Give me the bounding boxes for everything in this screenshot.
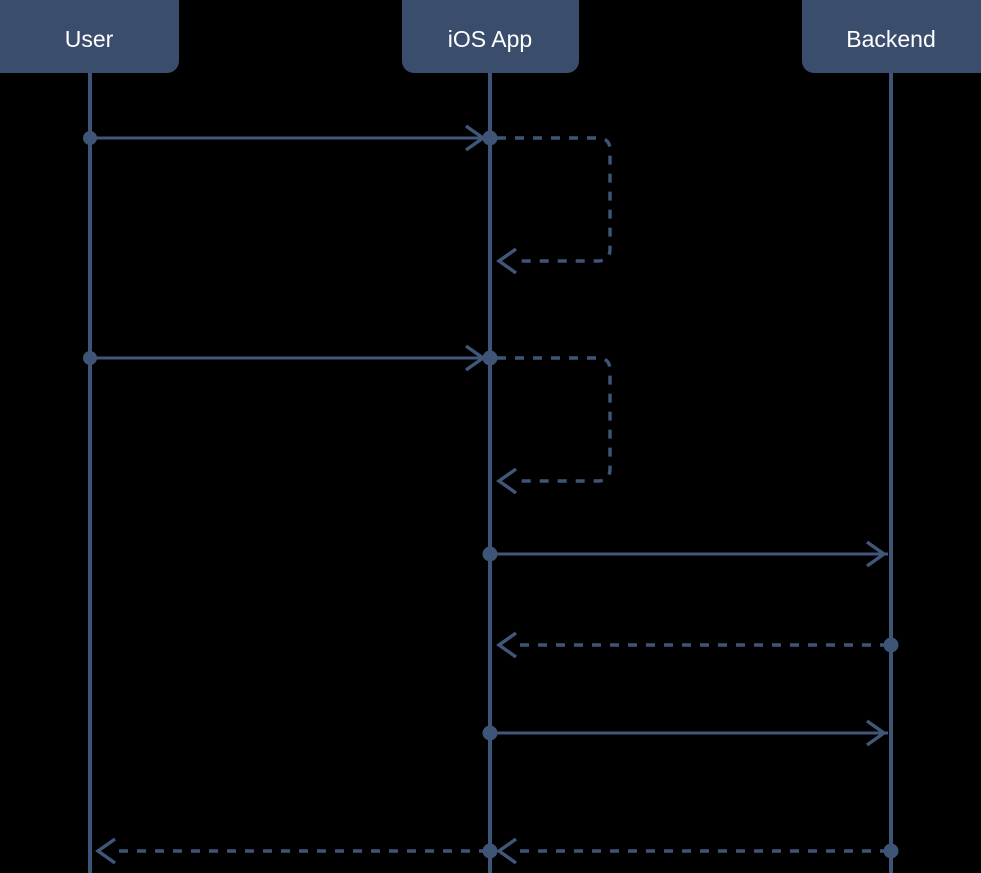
arrowhead-right-icon: [866, 540, 887, 568]
participant-label-backend: Backend: [846, 26, 936, 52]
message-origin-dot: [482, 546, 498, 562]
arrowhead-left-icon: [496, 467, 517, 495]
participant-user[interactable]: User: [0, 0, 179, 73]
message-origin-dot: [482, 843, 498, 859]
participant-box: [402, 0, 579, 73]
message-endpoint-dot: [482, 130, 498, 146]
message-2-ios-app-self-call[interactable]: [496, 136, 612, 275]
message-origin-dot: [482, 725, 498, 741]
participant-box: [0, 0, 179, 73]
message-origin-dot: [83, 131, 97, 145]
participant-backend[interactable]: Backend: [802, 0, 981, 73]
arrowhead-left-icon: [496, 631, 517, 659]
arrowhead-right-icon: [866, 719, 887, 747]
message-origin-dot: [883, 637, 899, 653]
participant-label-ios-app: iOS App: [448, 26, 532, 52]
arrowhead-left-icon: [496, 837, 517, 865]
message-3-user-to-ios-app[interactable]: [83, 344, 498, 372]
message-7-ios-app-to-backend[interactable]: [482, 719, 889, 747]
message-4-ios-app-self-call[interactable]: [496, 356, 612, 495]
message-endpoint-dot: [482, 350, 498, 366]
message-1-user-to-ios-app[interactable]: [83, 124, 498, 152]
message-9-ios-app-to-user[interactable]: [95, 837, 498, 865]
self-loop-path: [497, 356, 612, 483]
arrowhead-left-icon: [95, 837, 116, 865]
lifelines-layer: [88, 73, 893, 873]
self-loop-path: [497, 136, 612, 263]
participant-box: [802, 0, 981, 73]
message-origin-dot: [83, 351, 97, 365]
message-5-ios-app-to-backend[interactable]: [482, 540, 889, 568]
participant-label-user: User: [65, 26, 114, 52]
message-6-backend-to-ios-app[interactable]: [496, 631, 899, 659]
participant-ios-app[interactable]: iOS App: [402, 0, 579, 73]
message-origin-dot: [883, 843, 899, 859]
message-8-backend-to-ios-app[interactable]: [496, 837, 899, 865]
arrowhead-left-icon: [496, 247, 517, 275]
